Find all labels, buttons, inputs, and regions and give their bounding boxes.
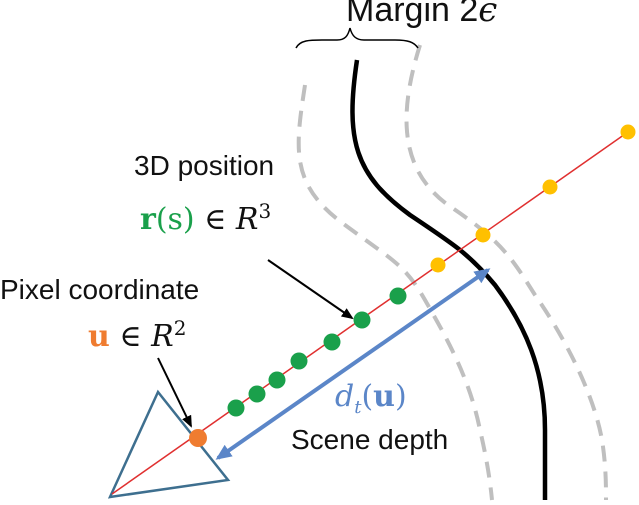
depth-close-paren: ): [394, 379, 407, 414]
epsilon-symbol: ϵ: [478, 0, 498, 30]
outside-sample-point: [430, 257, 446, 273]
pixel-pointer-arrow: [157, 357, 192, 428]
margin-label-text: Margin 2: [346, 0, 479, 29]
position-exponent: 3: [258, 199, 272, 223]
outside-sample-point: [542, 179, 558, 195]
pixel-exponent: 2: [173, 316, 187, 340]
inside-sample-point: [389, 287, 407, 305]
depth-arrow: [215, 268, 491, 460]
inside-sample-point: [248, 385, 266, 403]
inside-sample-point: [227, 399, 245, 417]
position-r-symbol: r: [140, 202, 156, 237]
camera-icon: [107, 389, 231, 499]
pixel-formula: u ∈ R2: [88, 316, 186, 354]
brace-icon: [295, 27, 419, 49]
depth-formula: dt(u): [335, 379, 407, 418]
depth-title: Scene depth: [291, 424, 449, 455]
margin-label: Margin 2ϵ: [346, 0, 497, 30]
inside-sample-point: [290, 352, 308, 370]
outside-sample-point: [475, 227, 491, 243]
inside-sample-point: [268, 371, 286, 389]
depth-d-symbol: d: [335, 379, 355, 414]
depth-u-symbol: u: [373, 379, 395, 414]
depth-open-paren: (: [361, 379, 374, 414]
position-in-symbol: ∈: [194, 202, 236, 237]
position-s-symbol: (s): [155, 202, 195, 237]
outside-sample-point: [620, 124, 636, 140]
position-title: 3D position: [134, 150, 275, 181]
depth-subscript: t: [354, 397, 362, 418]
inside-sample-point: [353, 311, 371, 329]
inside-sample-point: [323, 333, 341, 351]
pixel-u-symbol: u: [88, 319, 110, 354]
pixel-title: Pixel coordinate: [0, 274, 200, 305]
position-formula: r(s) ∈ R3: [140, 199, 271, 237]
pixel-point: [189, 429, 207, 447]
margin-right-curve: [404, 44, 608, 501]
position-R-symbol: R: [235, 202, 259, 237]
pixel-in-symbol: ∈: [109, 319, 152, 354]
pixel-R-symbol: R: [151, 319, 174, 354]
position-pointer-arrow: [267, 259, 354, 320]
surface-curve: [350, 59, 548, 500]
